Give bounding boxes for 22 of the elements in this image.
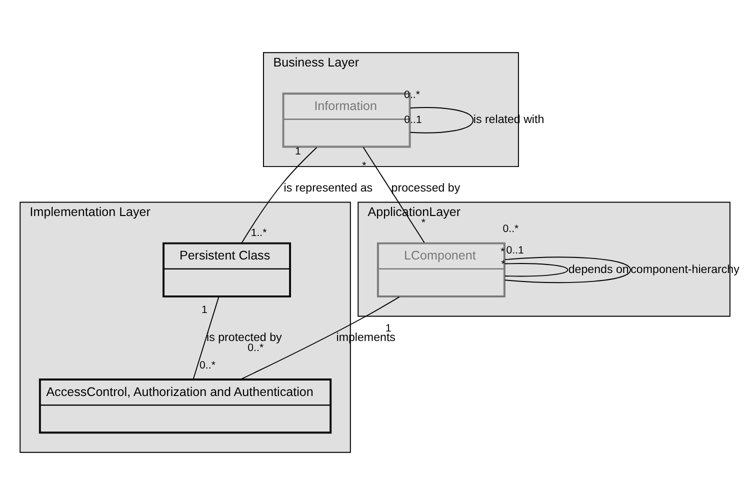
edge-label: depends on [568,263,629,276]
connector [241,296,400,379]
edge-label: processed by [391,182,460,194]
connector [192,296,220,379]
connector [241,146,318,243]
edge-label: is represented as [284,182,373,194]
edge-label: is protected by [206,331,282,344]
connector [410,106,474,133]
connector [504,262,568,276]
connector [504,256,631,283]
label: * [421,216,426,229]
label: * [500,246,505,258]
label: 1 [295,145,301,158]
label: 1..* [250,226,267,239]
label: * [501,258,506,270]
label: 1 [385,322,392,334]
label: 1 [202,303,208,316]
label: * [362,160,366,172]
label: 0..* [502,222,519,234]
label: 0..1 [506,244,524,256]
label: 0..* [200,359,216,372]
label: 0..* [248,341,264,354]
